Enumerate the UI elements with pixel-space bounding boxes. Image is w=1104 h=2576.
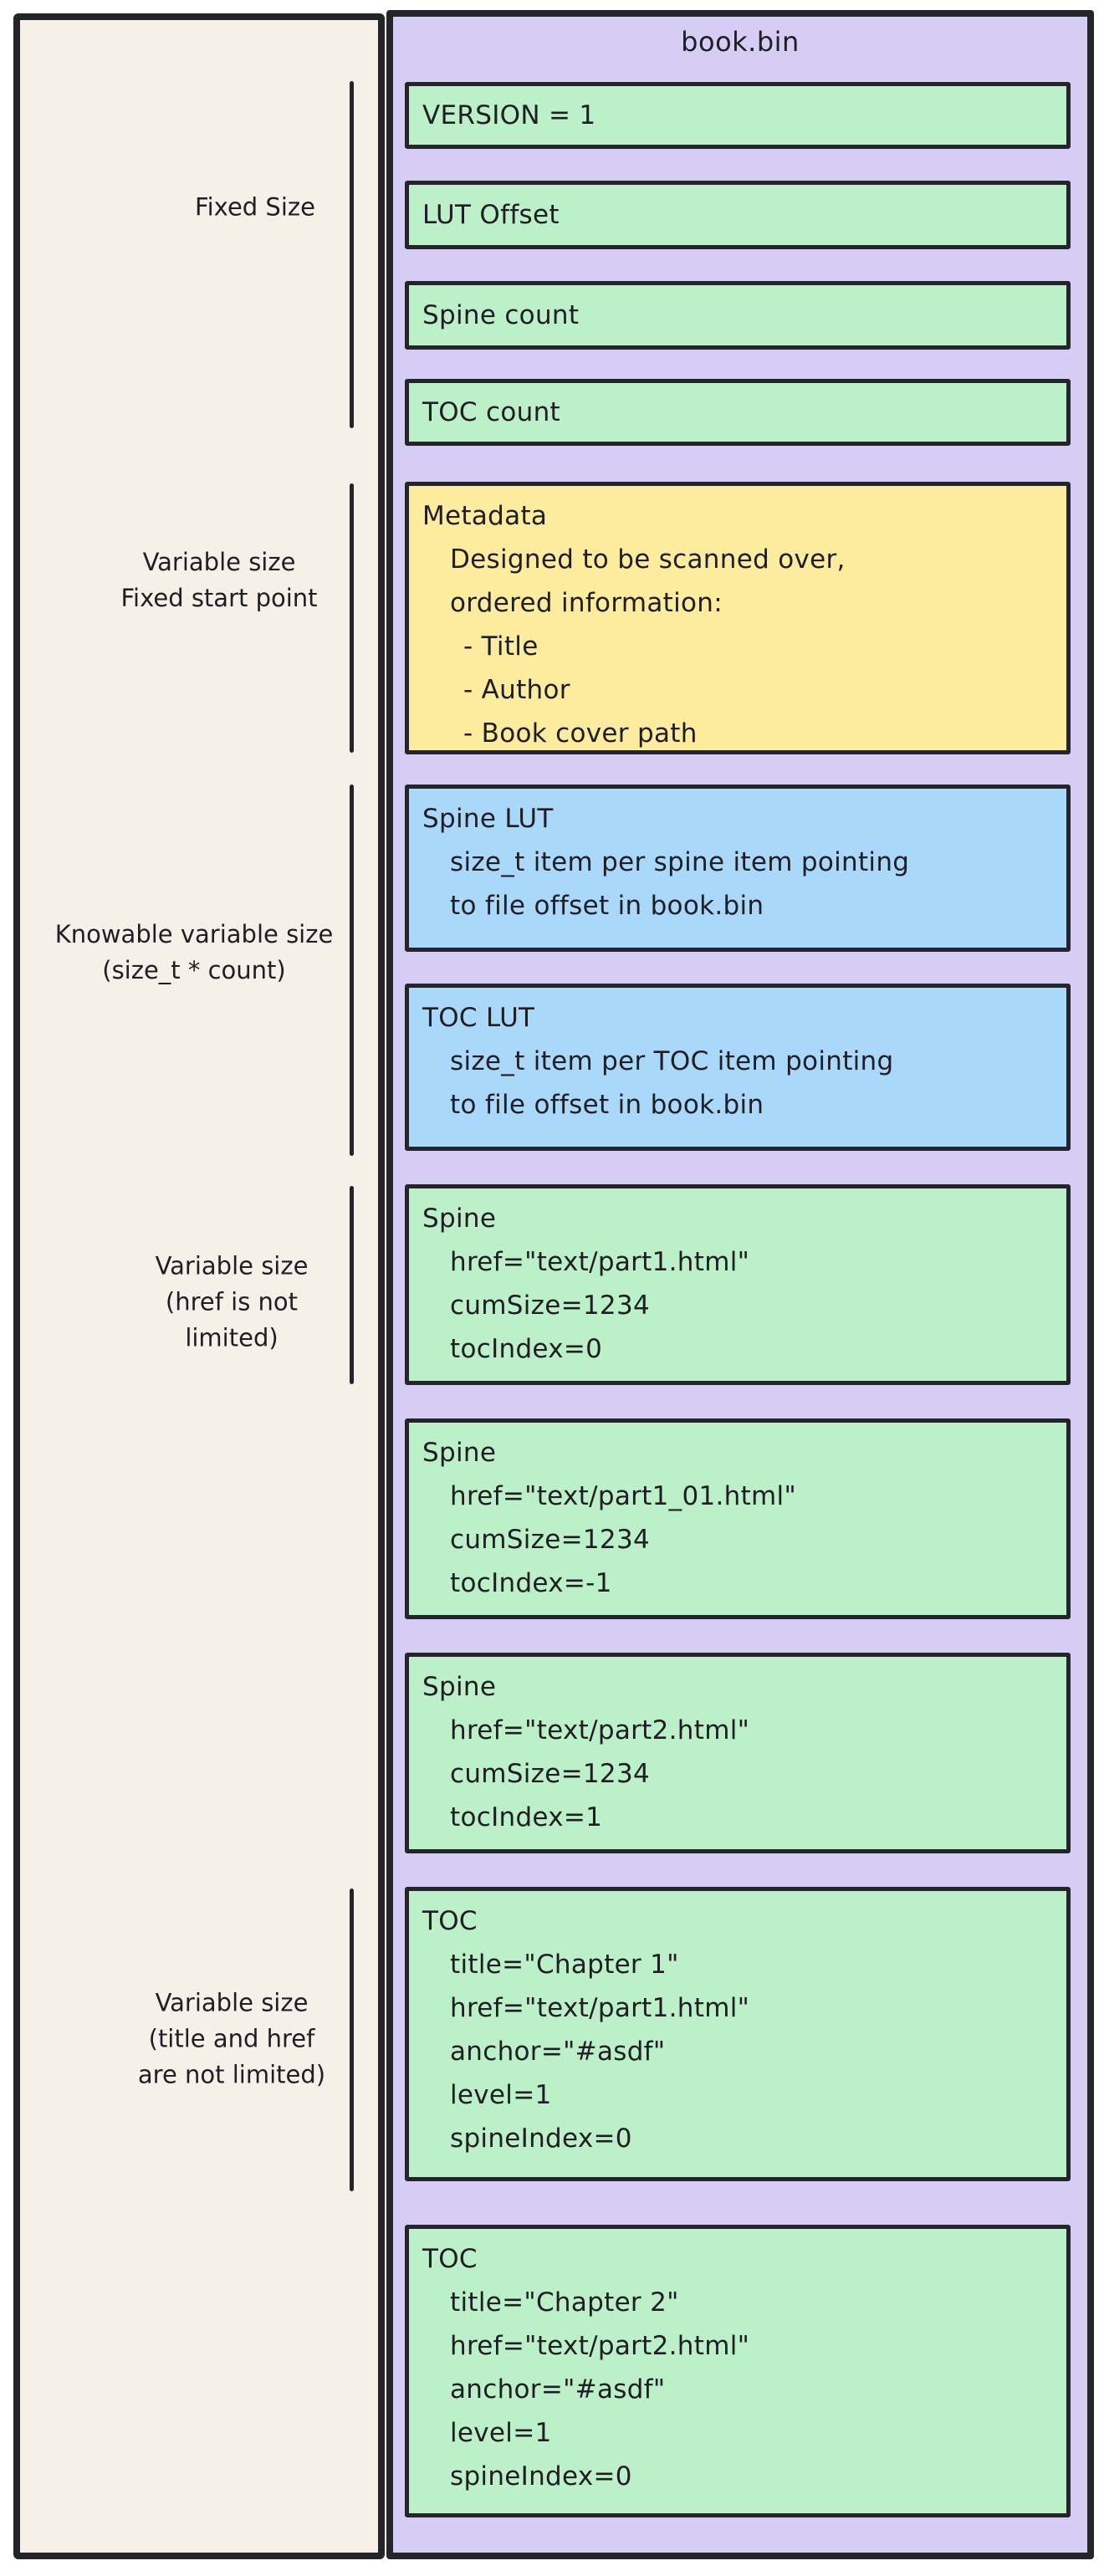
field-text: cumSize=1234 (450, 1525, 650, 1555)
annotation-panel (13, 13, 385, 2559)
field-text: anchor="#asdf" (450, 2374, 666, 2405)
field-text: level=1 (450, 2080, 552, 2110)
label-variable-href: Variable size (href is not limited) (156, 1249, 309, 1357)
field-text: tocIndex=-1 (450, 1568, 612, 1598)
field-text: cumSize=1234 (450, 1291, 650, 1321)
field-box-spine-3: Spine href="text/part2.html" cumSize=123… (405, 1653, 1071, 1853)
field-text: href="text/part2.html" (450, 2331, 750, 2361)
field-text: href="text/part1_01.html" (450, 1481, 797, 1511)
label-variable-fixed-start: Variable size Fixed start point (120, 544, 317, 616)
field-box-version: VERSION = 1 (405, 82, 1071, 149)
field-list-item: - Author (463, 675, 570, 705)
label-line: (href is not (165, 1287, 299, 1316)
field-text: tocIndex=0 (450, 1334, 603, 1364)
field-list-item: - Book cover path (463, 718, 698, 749)
field-text: spineIndex=0 (450, 2461, 632, 2492)
field-text: size_t item per TOC item pointing (450, 1046, 894, 1076)
size-bracket-spine (350, 1186, 354, 1384)
label-fixed-size: Fixed Size (195, 190, 315, 226)
field-text: href="text/part1.html" (450, 1993, 750, 2023)
field-title: Spine (422, 1672, 497, 1702)
field-title: TOC (422, 2244, 478, 2274)
field-box-toc-lut: TOC LUT size_t item per TOC item pointin… (405, 984, 1071, 1151)
field-box-spine-lut: Spine LUT size_t item per spine item poi… (405, 785, 1071, 952)
field-text: anchor="#asdf" (450, 2037, 666, 2067)
label-line: are not limited) (137, 2060, 326, 2089)
field-text: LUT Offset (422, 200, 560, 230)
field-text: spineIndex=0 (450, 2124, 632, 2154)
label-line: Fixed start point (120, 584, 318, 612)
label-line: Variable size (155, 1988, 309, 2017)
label-line: Knowable variable size (54, 920, 334, 948)
field-text: TOC count (422, 397, 560, 427)
field-title: TOC LUT (422, 1003, 535, 1033)
field-text: Designed to be scanned over, (450, 544, 846, 575)
size-bracket-metadata (350, 483, 354, 753)
label-line: Fixed Size (195, 192, 315, 222)
field-box-lut-offset: LUT Offset (405, 181, 1071, 249)
field-text: VERSION = 1 (422, 100, 596, 130)
label-line: (size_t * count) (102, 956, 286, 984)
field-box-spine-1: Spine href="text/part1.html" cumSize=123… (405, 1184, 1071, 1385)
label-line: limited) (185, 1323, 279, 1352)
label-line: (title and href (148, 2024, 315, 2053)
field-text: ordered information: (450, 588, 723, 618)
label-line: Variable size (155, 1251, 309, 1280)
file-title: book.bin (681, 26, 800, 58)
field-text: to file offset in book.bin (450, 891, 764, 921)
size-bracket-fixed (350, 81, 354, 428)
field-box-toc-count: TOC count (405, 379, 1071, 446)
field-box-spine-count: Spine count (405, 281, 1071, 350)
field-title: Spine (422, 1204, 497, 1234)
field-box-metadata: Metadata Designed to be scanned over, or… (405, 482, 1071, 754)
field-text: cumSize=1234 (450, 1759, 650, 1789)
field-text: level=1 (450, 2418, 552, 2448)
field-text: to file offset in book.bin (450, 1090, 764, 1120)
field-text: href="text/part2.html" (450, 1715, 750, 1745)
field-text: tocIndex=1 (450, 1802, 603, 1832)
field-title: Spine LUT (422, 804, 554, 834)
field-title: Spine (422, 1438, 497, 1468)
label-line: Variable size (142, 548, 296, 576)
field-text: title="Chapter 1" (450, 1950, 679, 1980)
field-text: Spine count (422, 300, 580, 330)
field-title: TOC (422, 1906, 478, 1936)
field-text: href="text/part1.html" (450, 1247, 750, 1277)
size-bracket-lut (350, 785, 354, 1156)
field-list-item: - Title (463, 631, 539, 662)
field-text: size_t item per spine item pointing (450, 847, 910, 877)
field-box-spine-2: Spine href="text/part1_01.html" cumSize=… (405, 1418, 1071, 1619)
label-variable-title-href: Variable size (title and href are not li… (138, 1986, 325, 2093)
size-bracket-toc (350, 1889, 354, 2191)
book-bin-container: book.bin VERSION = 1 LUT Offset Spine co… (386, 10, 1094, 2559)
label-knowable-variable: Knowable variable size (size_t * count) (55, 917, 334, 989)
field-box-toc-1: TOC title="Chapter 1" href="text/part1.h… (405, 1887, 1071, 2181)
field-text: title="Chapter 2" (450, 2287, 679, 2318)
field-title: Metadata (422, 501, 548, 531)
field-box-toc-2: TOC title="Chapter 2" href="text/part2.h… (405, 2225, 1071, 2517)
